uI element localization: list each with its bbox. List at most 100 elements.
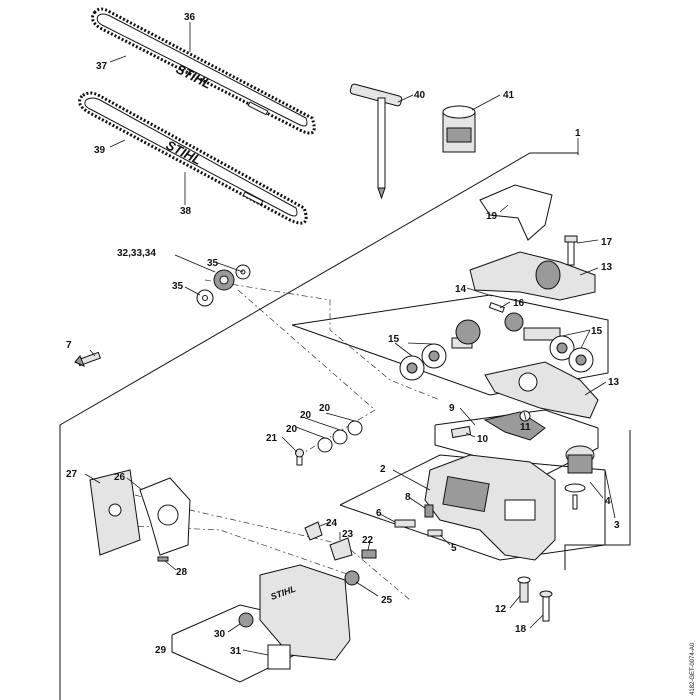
sprocket-cover-29: STIHL [238, 564, 351, 670]
wrench-shaft [377, 97, 386, 189]
gear-housing-2 [424, 454, 556, 561]
leader-4 [589, 481, 604, 499]
label-1: 1 [575, 128, 581, 139]
dash-line-sprocket [204, 279, 441, 401]
label-19: 19 [486, 211, 498, 222]
washers-20 [317, 420, 363, 453]
dash-line-plate [109, 524, 351, 576]
leader-13a [579, 267, 599, 276]
label-5: 5 [451, 543, 457, 554]
nut-30 [238, 612, 254, 628]
tank-cap-3 [564, 445, 595, 510]
leader-9 [459, 407, 476, 426]
leader-40 [397, 94, 414, 103]
subgroup-frame-14 [291, 294, 609, 396]
leader-3 [604, 469, 616, 519]
bevel-gear [455, 319, 481, 345]
label-14: 14 [455, 284, 467, 295]
leader-18 [529, 614, 544, 629]
bearing-15d-bore [575, 354, 587, 366]
screw-28 [157, 556, 169, 562]
leader-27 [84, 473, 101, 484]
screw-6 [394, 519, 416, 528]
leader-39 [109, 139, 126, 148]
gear-shaft-assembly-14 [399, 302, 594, 381]
label-35b: 35 [172, 281, 184, 292]
leader-11 [523, 411, 527, 421]
inner-plate-26 [139, 477, 191, 556]
leader-13b [584, 381, 607, 396]
leader-30 [227, 623, 241, 633]
leader-25 [355, 581, 379, 597]
label-16: 16 [513, 298, 525, 309]
label-13b: 13 [608, 377, 620, 388]
label-37: 37 [96, 61, 108, 72]
leader-17 [576, 239, 599, 244]
pinion-gear [504, 312, 524, 332]
guide-bar-36 [96, 13, 308, 127]
label-27: 27 [66, 469, 78, 480]
label-39: 39 [94, 145, 106, 156]
label-23: 23 [342, 529, 354, 540]
bolt-12-head [517, 576, 531, 584]
label-40: 40 [414, 90, 426, 101]
gear-25 [344, 570, 360, 586]
label-31: 31 [230, 646, 242, 657]
leader-41 [471, 94, 501, 111]
washer-20b [332, 429, 348, 445]
screw-5 [427, 529, 443, 537]
label-26: 26 [114, 472, 126, 483]
label-7: 7 [66, 340, 72, 351]
leader-16 [499, 301, 511, 309]
cover-19-shape [479, 184, 553, 241]
leader-28 [164, 560, 177, 571]
label-8: 8 [405, 492, 411, 503]
label-9: 9 [449, 403, 455, 414]
part-labels: 36 37 39 38 40 41 1 19 17 13 14 16 15 15… [66, 12, 620, 657]
bar-stud-7 [74, 351, 102, 367]
housing-lower-bore [518, 372, 538, 392]
label-20b: 20 [300, 410, 312, 421]
label-20c: 20 [286, 424, 298, 435]
bearing-15a-bore [406, 362, 418, 374]
label-38: 38 [180, 206, 192, 217]
cover-29-shape [259, 564, 351, 661]
grease-tube-cap [442, 105, 476, 119]
leader-19 [499, 204, 509, 213]
saw-chain-39 [78, 91, 308, 225]
label-29: 29 [155, 645, 167, 656]
label-3: 3 [614, 520, 620, 531]
label-24: 24 [326, 518, 338, 529]
housing-upper-shape [469, 251, 596, 301]
leader-22 [367, 540, 371, 551]
leader-14 [466, 287, 493, 297]
leader-24 [319, 521, 331, 527]
pump-body [483, 411, 546, 441]
leader-lines [84, 22, 616, 656]
pin-16 [488, 302, 505, 313]
leader-12 [509, 595, 521, 609]
sprocket-hub [219, 275, 229, 285]
washer-35a-hole [202, 295, 208, 301]
screw-8 [424, 504, 434, 518]
label-21: 21 [266, 433, 278, 444]
label-2: 2 [380, 464, 386, 475]
label-6: 6 [376, 508, 382, 519]
wrench-screwdriver-tip [377, 187, 386, 200]
label-32-34: 32,33,34 [117, 248, 156, 259]
saw-chain-37 [90, 7, 316, 135]
oil-pump-assembly-9 [450, 410, 546, 441]
leader-20b [304, 417, 341, 431]
bar-slot-2 [242, 191, 264, 206]
leader-35a [214, 261, 244, 273]
leader-15b [561, 329, 591, 337]
spring-10 [450, 425, 472, 439]
screw-21 [295, 448, 304, 466]
label-28: 28 [176, 567, 188, 578]
leader-20c [295, 426, 326, 439]
screws-5-6-8 [394, 504, 443, 537]
slider-23 [329, 537, 353, 561]
grease-tube-41 [442, 105, 476, 153]
screw-22 [361, 549, 377, 559]
